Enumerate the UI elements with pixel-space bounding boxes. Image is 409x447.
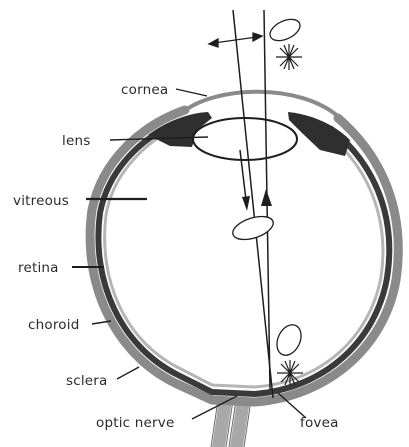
starburst-icon-top <box>276 44 302 70</box>
label-choroid: choroid <box>28 317 79 333</box>
label-retina: retina <box>18 260 59 276</box>
optic-nerve <box>211 400 251 447</box>
label-fovea: fovea <box>300 415 339 431</box>
choroid-layer <box>98 122 389 394</box>
label-optic-nerve: optic nerve <box>96 415 175 431</box>
sclera-leader <box>117 367 139 379</box>
label-sclera: sclera <box>66 373 108 389</box>
label-cornea: cornea <box>121 82 168 98</box>
focal-ellipse-middle <box>230 212 276 244</box>
focal-ellipse-top <box>267 15 304 45</box>
label-lens: lens <box>62 133 90 149</box>
retina-layer <box>105 127 383 387</box>
focal-ellipse-lower <box>272 321 305 359</box>
cornea-leader <box>176 89 207 96</box>
ray-arrowhead-down <box>242 196 250 211</box>
ray-arrowhead-up <box>261 189 272 206</box>
label-vitreous: vitreous <box>13 193 69 209</box>
